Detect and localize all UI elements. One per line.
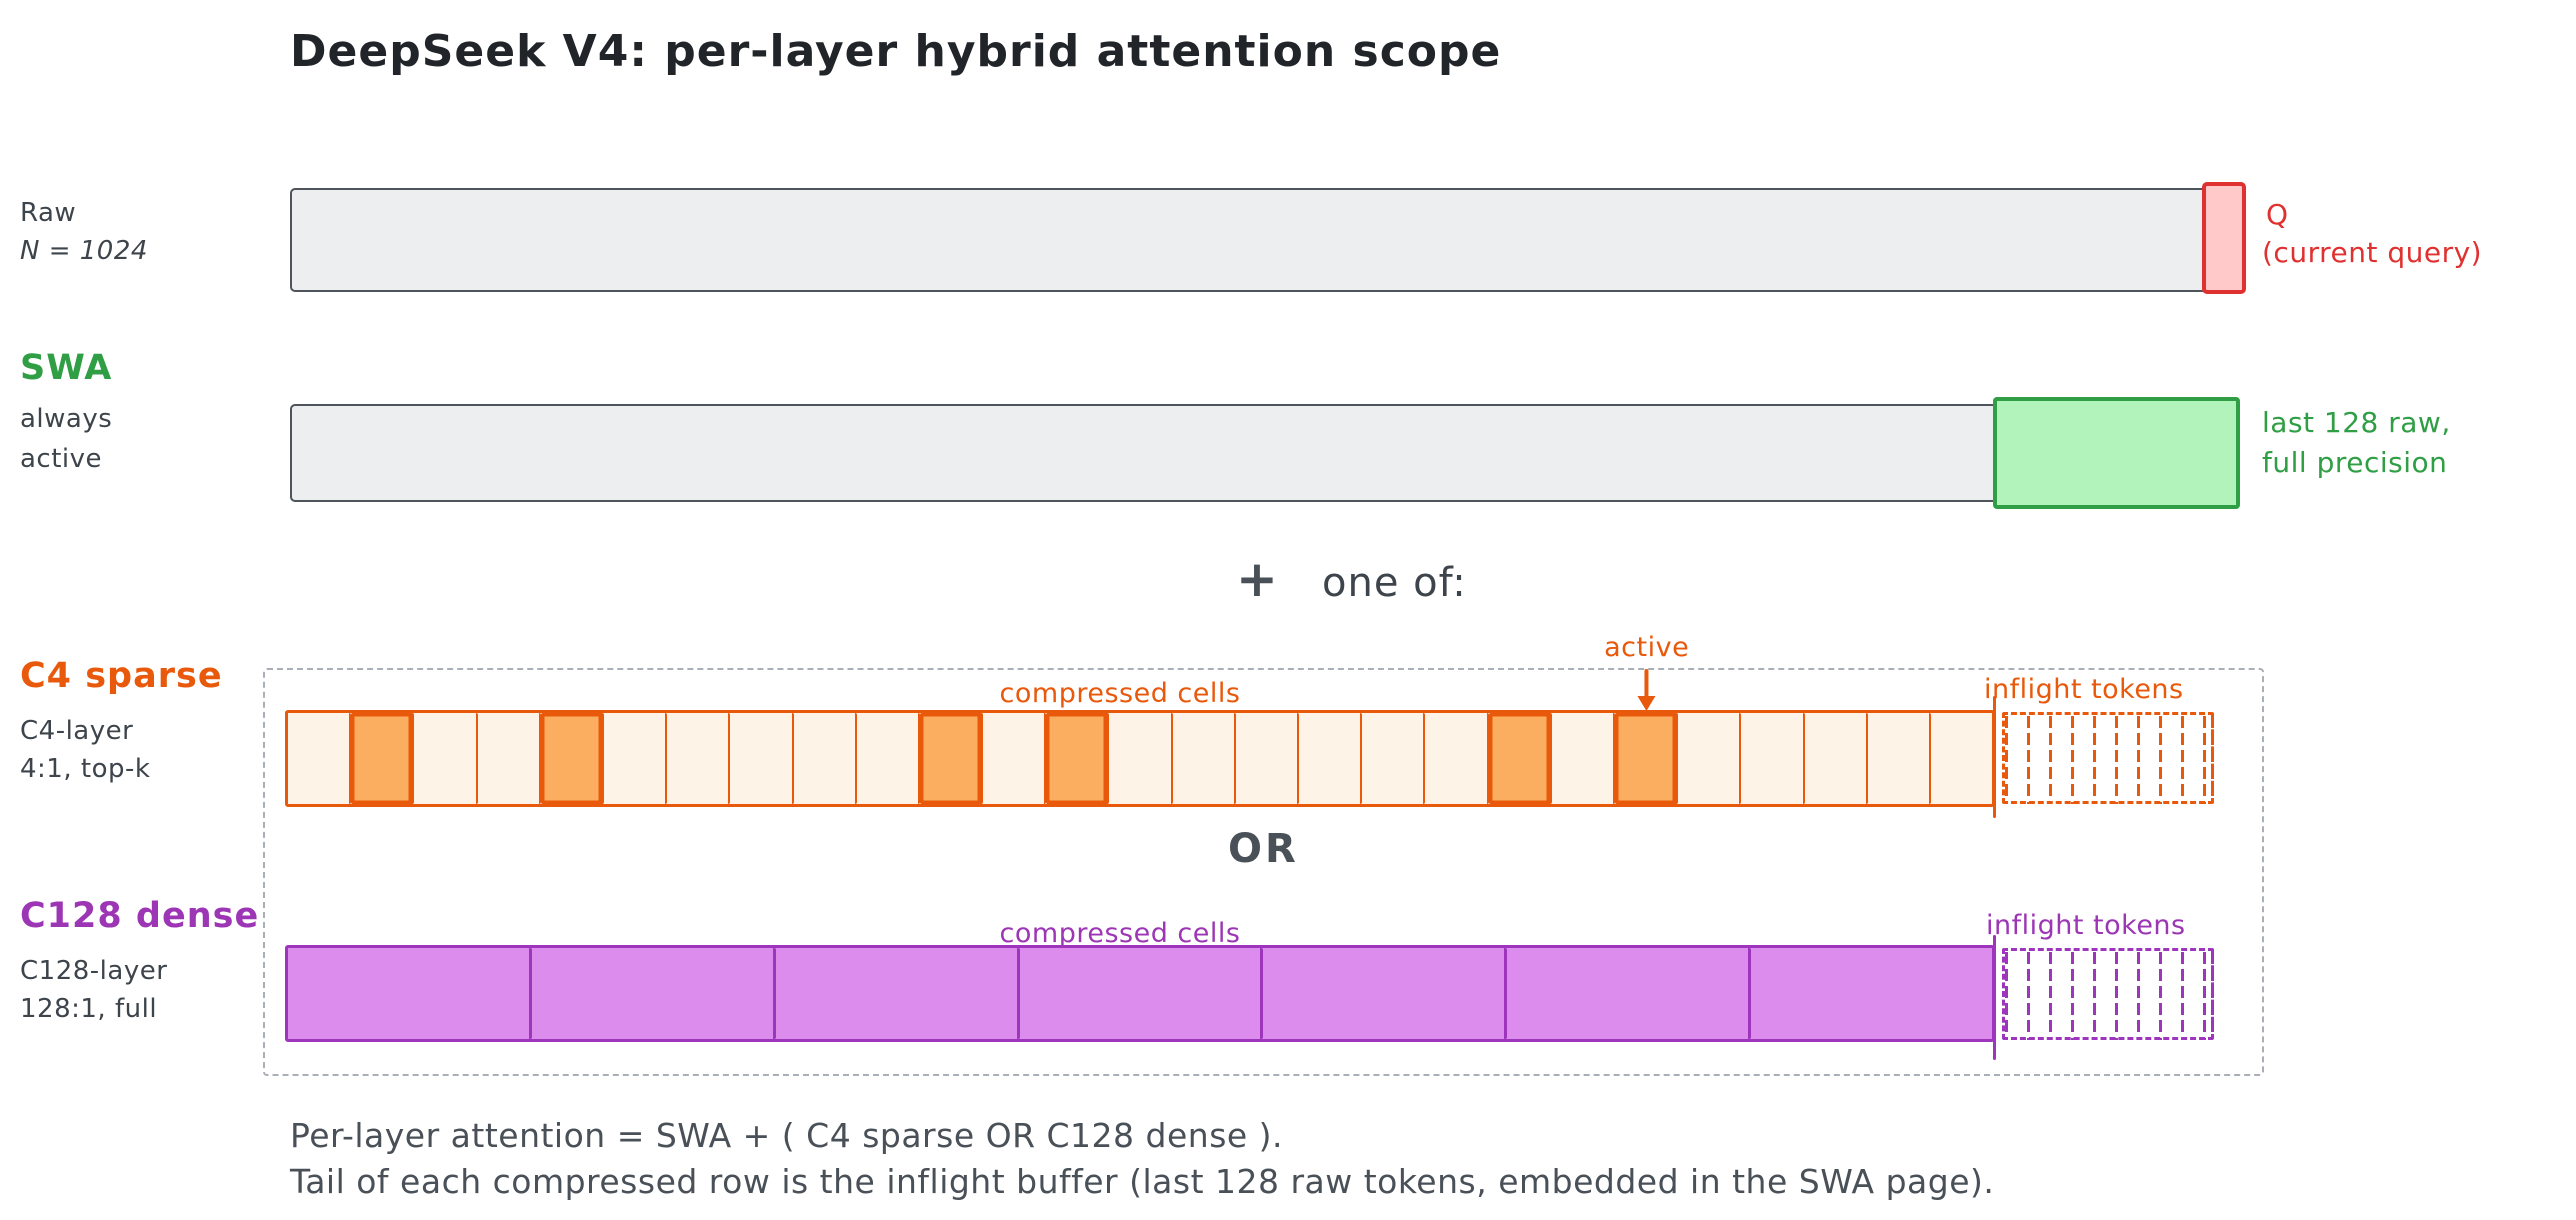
- c4-compressed-cells-label: compressed cells: [999, 678, 1241, 709]
- c4-compressed-cell-active: [1614, 713, 1679, 804]
- swa-tail-label-2: full precision: [2262, 446, 2448, 479]
- swa-row-label: SWA: [20, 348, 113, 388]
- c4-compressed-cell: [857, 713, 920, 804]
- c4-compressed-cell: [1109, 713, 1173, 804]
- q-label: Q: [2266, 198, 2289, 231]
- c4-compressed-cell: [288, 713, 352, 804]
- plus-sign: +: [1236, 550, 1278, 608]
- swa-row-sublabel-2: active: [20, 444, 103, 474]
- raw-token-bar: [290, 188, 2244, 292]
- c4-compressed-cell-active: [1046, 713, 1110, 804]
- c128-compressed-cell: [532, 948, 776, 1039]
- c4-compressed-cell: [794, 713, 857, 804]
- c4-compressed-cell: [1173, 713, 1236, 804]
- c4-inflight-boundary-tick: [1993, 696, 1996, 818]
- swa-row-sublabel-1: always: [20, 404, 113, 434]
- c128-row-sublabel-2: 128:1, full: [20, 994, 158, 1024]
- c4-compressed-cell: [1425, 713, 1489, 804]
- c4-compressed-cell-active: [1488, 713, 1552, 804]
- c4-compressed-cell: [1868, 713, 1931, 804]
- c4-compressed-cell-active: [351, 713, 415, 804]
- or-label: OR: [1228, 826, 1299, 872]
- c4-inflight-hatch: [2002, 712, 2214, 804]
- c128-compressed-cells-label: compressed cells: [999, 918, 1241, 949]
- c128-inflight-boundary-tick: [1993, 935, 1996, 1060]
- c4-compressed-cell: [983, 713, 1047, 804]
- c128-compressed-cell: [1263, 948, 1508, 1039]
- c128-inflight-hatch: [2002, 948, 2214, 1040]
- c4-compressed-cell: [1299, 713, 1363, 804]
- c4-compressed-cell: [414, 713, 478, 804]
- c4-compressed-cell: [667, 713, 731, 804]
- one-of-label: one of:: [1322, 560, 1467, 606]
- active-label: active: [1604, 632, 1690, 663]
- c4-compressed-cell: [478, 713, 541, 804]
- raw-row-label: Raw: [20, 198, 77, 228]
- c4-compressed-cell: [1552, 713, 1615, 804]
- c4-compressed-cell-active: [540, 713, 604, 804]
- c4-cell-row: [285, 710, 1995, 807]
- c128-inflight-tokens-label: inflight tokens: [1986, 910, 2186, 941]
- caption-line-1: Per-layer attention = SWA + ( C4 sparse …: [290, 1116, 1284, 1155]
- page-title: DeepSeek V4: per-layer hybrid attention …: [290, 26, 1502, 77]
- swa-token-bar: [290, 404, 1999, 502]
- c128-compressed-cell: [1507, 948, 1752, 1039]
- alternatives-container: [263, 668, 2264, 1076]
- c4-compressed-cell: [1678, 713, 1742, 804]
- c4-row-sublabel-1: C4-layer: [20, 716, 134, 746]
- c4-row-label: C4 sparse: [20, 656, 223, 696]
- c4-compressed-cell: [1741, 713, 1805, 804]
- c4-compressed-cell: [1362, 713, 1426, 804]
- active-arrowhead-icon: [1637, 696, 1656, 711]
- swa-window-box: [1993, 397, 2240, 509]
- c4-row-sublabel-2: 4:1, top-k: [20, 754, 151, 784]
- c4-compressed-cell: [1236, 713, 1299, 804]
- c128-cell-row: [285, 945, 1995, 1042]
- c128-row-sublabel-1: C128-layer: [20, 956, 168, 986]
- c128-row-label: C128 dense: [20, 896, 260, 936]
- active-arrow-icon: [1644, 669, 1649, 697]
- current-query-box: [2202, 182, 2246, 294]
- c128-compressed-cell: [288, 948, 532, 1039]
- caption-line-2: Tail of each compressed row is the infli…: [290, 1162, 1995, 1201]
- c4-compressed-cell: [1805, 713, 1868, 804]
- c4-compressed-cell: [730, 713, 794, 804]
- c4-compressed-cell: [604, 713, 668, 804]
- raw-row-sublabel: N = 1024: [20, 236, 148, 266]
- swa-tail-label-1: last 128 raw,: [2262, 406, 2451, 439]
- q-sublabel: (current query): [2262, 236, 2483, 269]
- c4-compressed-cell: [1931, 713, 1992, 804]
- c128-compressed-cell: [1020, 948, 1264, 1039]
- c128-compressed-cell: [776, 948, 1020, 1039]
- c4-inflight-tokens-label: inflight tokens: [1984, 674, 2184, 705]
- active-cell-annotation: active: [1604, 632, 1689, 711]
- c4-compressed-cell-active: [919, 713, 984, 804]
- c128-compressed-cell: [1751, 948, 1992, 1039]
